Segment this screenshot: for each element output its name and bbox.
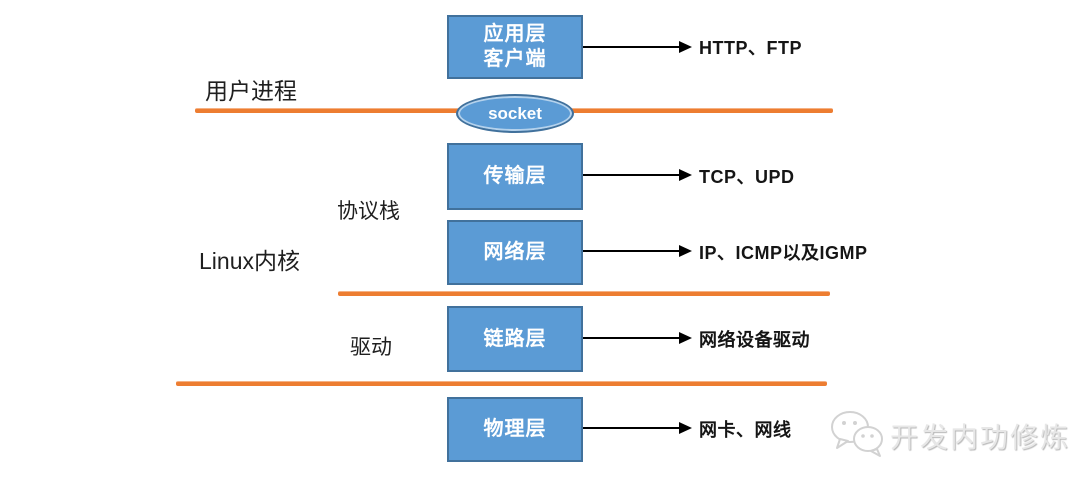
arrow-physical-protocols [583, 421, 692, 434]
watermark: 开发内功修炼 [828, 408, 1070, 463]
socket-ellipse: socket [456, 94, 574, 133]
wechat-icon [828, 408, 884, 463]
socket-label: socket [488, 103, 542, 123]
protocols-application: HTTP、FTP [699, 38, 802, 58]
divider-stack-driver-boundary [338, 291, 830, 296]
region-label-linux-kernel: Linux内核 [199, 248, 300, 274]
layer-box-network: 网络层 [447, 220, 583, 285]
divider-kernel-physical-boundary [176, 381, 827, 386]
region-label-protocol-stack: 协议栈 [337, 200, 400, 223]
protocols-physical: 网卡、网线 [699, 420, 792, 440]
region-label-driver: 驱动 [350, 336, 392, 359]
layer-box-physical: 物理层 [447, 397, 583, 462]
layer-label-network: 网络层 [483, 241, 547, 263]
layer-box-transport: 传输层 [447, 143, 583, 210]
layer-label-application-line2: 客户端 [483, 48, 547, 70]
layer-box-application: 应用层 客户端 [447, 15, 583, 79]
layer-label-transport: 传输层 [483, 165, 547, 187]
layer-label-link: 链路层 [483, 327, 547, 350]
arrow-transport-protocols [583, 168, 692, 181]
arrow-application-protocols [583, 40, 692, 53]
region-label-user-process: 用户进程 [205, 78, 297, 104]
layer-label-application-line1: 应用层 [483, 23, 547, 45]
watermark-text: 开发内功修炼 [890, 421, 1071, 453]
layer-label-physical: 物理层 [483, 418, 547, 440]
arrow-link-protocols [583, 331, 692, 344]
protocols-link: 网络设备驱动 [699, 330, 810, 350]
protocols-network: IP、ICMP以及IGMP [699, 243, 868, 263]
layer-box-link: 链路层 [447, 306, 583, 372]
arrow-network-protocols [583, 244, 692, 257]
protocols-transport: TCP、UPD [699, 167, 795, 187]
